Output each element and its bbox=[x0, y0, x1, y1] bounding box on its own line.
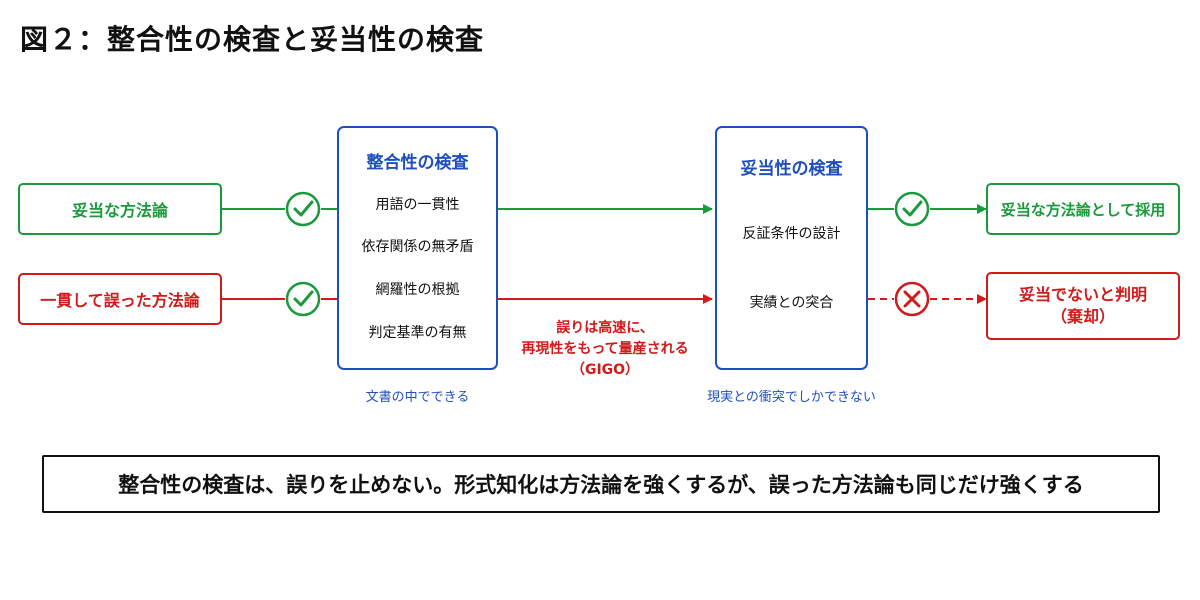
consistency-check-box: 整合性の検査 用語の一貫性 依存関係の無矛盾 網羅性の根拠 判定基準の有無 bbox=[337, 126, 498, 370]
valid-methodology-label: 妥当な方法論 bbox=[71, 201, 168, 220]
gigo-note-line: 再現性をもって量産される bbox=[521, 341, 689, 357]
validity-check-box: 妥当性の検査 反証条件の設計 実績との突合 bbox=[715, 126, 868, 370]
conclusion-box: 整合性の検査は、誤りを止めない。形式知化は方法論を強くするが、誤った方法論も同じ… bbox=[42, 455, 1160, 513]
invalid-methodology-box: 一貫して誤った方法論 bbox=[18, 273, 222, 325]
valid-methodology-box: 妥当な方法論 bbox=[18, 183, 222, 235]
invalid-methodology-label: 一貫して誤った方法論 bbox=[40, 291, 200, 310]
check-circle-icon bbox=[285, 191, 321, 227]
reject-sublabel: （棄却） bbox=[1050, 307, 1115, 326]
consistency-item: 判定基準の有無 bbox=[368, 325, 467, 341]
gigo-note-line: 誤りは高速に、 bbox=[556, 320, 654, 336]
consistency-item: 網羅性の根拠 bbox=[375, 282, 460, 298]
validity-item: 反証条件の設計 bbox=[742, 226, 841, 242]
diagram-title: 図２：整合性の検査と妥当性の検査 bbox=[20, 23, 485, 56]
x-circle-icon bbox=[894, 281, 930, 317]
validity-item: 実績との突合 bbox=[749, 295, 834, 311]
consistency-caption: 文書の中でできる bbox=[365, 390, 470, 405]
consistency-check-title: 整合性の検査 bbox=[366, 153, 469, 173]
conclusion-text: 整合性の検査は、誤りを止めない。形式知化は方法論を強くするが、誤った方法論も同じ… bbox=[118, 473, 1084, 497]
reject-box: 妥当でないと判明 （棄却） bbox=[986, 272, 1180, 340]
reject-label: 妥当でないと判明 bbox=[1018, 285, 1147, 304]
adopt-box: 妥当な方法論として採用 bbox=[986, 183, 1180, 235]
gigo-note-line: （GIGO） bbox=[570, 362, 640, 378]
check-circle-icon bbox=[894, 191, 930, 227]
check-circle-icon bbox=[285, 281, 321, 317]
consistency-item: 依存関係の無矛盾 bbox=[361, 239, 474, 255]
validity-check-title: 妥当性の検査 bbox=[740, 159, 843, 179]
adopt-label: 妥当な方法論として採用 bbox=[1000, 200, 1166, 219]
consistency-item: 用語の一貫性 bbox=[375, 197, 460, 213]
gigo-note: 誤りは高速に、 再現性をもって量産される （GIGO） bbox=[470, 318, 740, 381]
validity-caption: 現実との衝突でしかできない bbox=[707, 390, 876, 405]
